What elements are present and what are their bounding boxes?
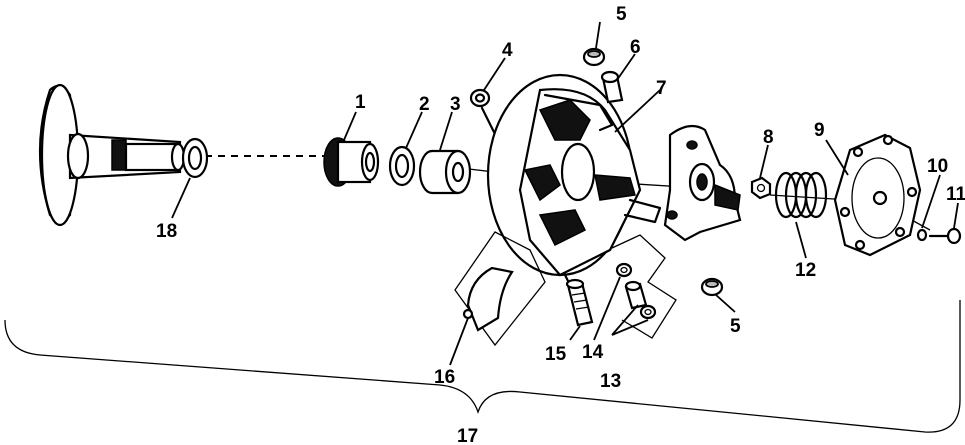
leader-7 <box>614 89 661 133</box>
leader-9 <box>825 139 849 176</box>
label-1: 1 <box>355 92 366 113</box>
leader-13a <box>611 304 639 336</box>
leader-15 <box>569 325 581 341</box>
leader-3 <box>439 111 453 151</box>
label-12: 12 <box>795 260 816 281</box>
wear-shoe-16 <box>454 231 546 347</box>
bushing-1 <box>323 137 380 187</box>
leader-5b <box>715 294 736 313</box>
spider-7 <box>663 124 742 242</box>
label-6: 6 <box>630 37 641 58</box>
leader-11 <box>953 202 959 229</box>
leader-4 <box>483 57 506 91</box>
assembly-bracket <box>4 300 961 433</box>
leader-13b <box>611 319 649 336</box>
spring-12 <box>774 171 828 219</box>
washer-10 <box>916 228 928 242</box>
leader-12 <box>795 221 807 259</box>
cap-5-bottom <box>700 277 724 297</box>
leader-8 <box>759 144 769 179</box>
label-5-bottom: 5 <box>730 316 741 337</box>
leader-2 <box>405 111 423 149</box>
ring-2 <box>388 145 416 187</box>
spacer-3 <box>418 149 472 195</box>
bushing-13b <box>639 304 657 320</box>
label-17: 17 <box>457 426 478 445</box>
screw-11 <box>928 227 962 245</box>
leader-16 <box>449 317 469 366</box>
label-8: 8 <box>763 127 774 148</box>
leader-10 <box>921 174 941 229</box>
leader-18 <box>171 177 191 219</box>
callout-outline-14 <box>611 234 677 339</box>
label-7: 7 <box>656 78 667 99</box>
bushing-13a <box>624 280 648 310</box>
label-15: 15 <box>545 344 567 365</box>
label-13: 13 <box>600 371 621 392</box>
leader-6 <box>616 53 636 81</box>
nut-8 <box>750 176 772 200</box>
pin-15 <box>565 278 594 327</box>
cover-9 <box>833 133 922 257</box>
label-2: 2 <box>419 94 430 115</box>
leader-1 <box>343 111 357 141</box>
cap-5-top <box>582 47 606 67</box>
label-9: 9 <box>814 120 825 141</box>
ring-14 <box>615 262 633 278</box>
leader-14 <box>593 276 621 341</box>
fixed-sheave-shaft <box>38 83 186 227</box>
label-4: 4 <box>502 40 513 61</box>
washer-18 <box>181 137 209 179</box>
movable-sheave <box>486 73 662 277</box>
small-washer-4 <box>469 88 491 108</box>
leader-5a <box>595 21 601 49</box>
label-10: 10 <box>927 156 948 177</box>
label-16: 16 <box>434 367 455 388</box>
label-11: 11 <box>946 184 965 205</box>
label-18: 18 <box>156 221 177 242</box>
label-5-top: 5 <box>616 4 627 25</box>
label-14: 14 <box>582 342 604 363</box>
label-3: 3 <box>450 94 461 115</box>
